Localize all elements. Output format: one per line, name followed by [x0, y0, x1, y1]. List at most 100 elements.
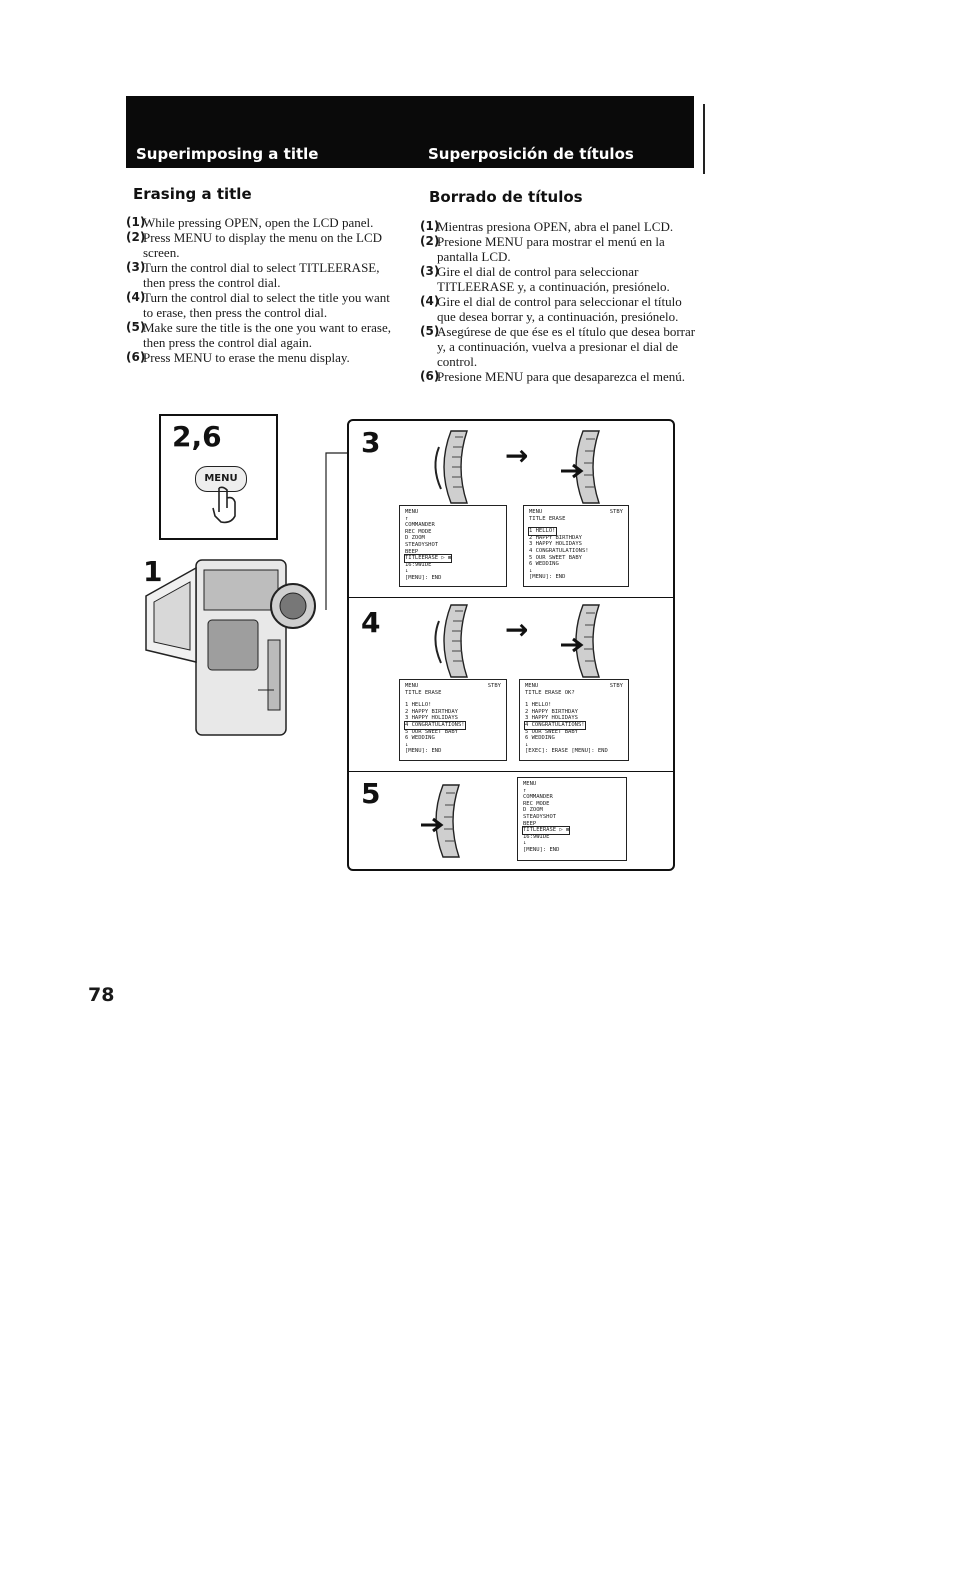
screen-line: 2 HAPPY BIRTHDAY	[529, 535, 623, 542]
menu-item-text: 5 OUR SWEET BABY	[529, 554, 582, 561]
screen-line: ↑	[405, 516, 501, 523]
menu-item-text: MENU	[405, 683, 419, 689]
step-item: (2)Press MENU to display the menu on the…	[126, 230, 400, 260]
step-number: (3)	[420, 264, 440, 278]
screen-line: 4 CONGRATULATIONS!	[529, 548, 623, 555]
menu-item-text: [MENU]: END	[523, 846, 560, 853]
menu-item-text: 5 OUR SWEET BABY	[525, 728, 578, 735]
panel-divider-2	[349, 771, 673, 772]
screen-line: COMMANDER	[523, 794, 621, 801]
step-text: Mientras presiona OPEN, abra el panel LC…	[437, 219, 674, 234]
selected-menu-item: 1 HELLO!	[528, 527, 557, 536]
menu-item-text: D ZOOM	[405, 535, 425, 542]
step-item: (6)Presione MENU para que desaparezca el…	[420, 369, 696, 384]
step-number: (5)	[420, 324, 440, 338]
menu-item-text: D ZOOM	[523, 807, 543, 814]
menu-item-text: TITLE ERASE OK?	[525, 689, 575, 696]
menu-item-text: 3 HAPPY HOLIDAYS	[405, 715, 458, 722]
menu-item-text: BEEP	[405, 548, 419, 555]
step-text: Press MENU to display the menu on the LC…	[143, 230, 383, 260]
screen-line: 2 HAPPY BIRTHDAY	[405, 709, 501, 716]
step-text: Presione MENU para que desaparezca el me…	[437, 369, 685, 384]
screen-line: MENU	[405, 683, 501, 690]
menu-item-text: MENU	[405, 509, 419, 515]
step-item: (4)Turn the control dial to select the t…	[126, 290, 400, 320]
selected-menu-item: TITLEERASE ▷ ⊞	[521, 826, 571, 835]
menu-item-text: ↑	[523, 787, 527, 794]
step-text: Turn the control dial to select the titl…	[143, 290, 390, 320]
step-text: Gire el dial de control para seleccionar…	[437, 264, 670, 294]
menu-item-text: 2 HAPPY BIRTHDAY	[525, 708, 578, 715]
step-text: Asegúrese de que ése es el título que de…	[437, 324, 696, 369]
screen-line: STEADYSHOT	[405, 542, 501, 549]
spanish-steps: (1)Mientras presiona OPEN, abra el panel…	[420, 219, 696, 384]
screen-line: MENU	[525, 683, 623, 690]
control-dial-turn-icon	[434, 430, 468, 504]
screen-line: TITLE ERASE	[529, 516, 623, 523]
step-3-arrow: →	[505, 439, 529, 472]
spanish-heading: Borrado de títulos	[429, 188, 583, 206]
screen-line: [MENU]: END	[405, 748, 501, 755]
step-text: Press MENU to erase the menu display.	[143, 350, 350, 365]
menu-item-text: TITLE ERASE	[529, 515, 566, 522]
menu-item-text: 1 HELLO!	[525, 702, 552, 709]
header-band: Superimposing a title Superposición de t…	[126, 96, 694, 168]
screen-line: TITLEERASE ▷ ⊞	[521, 826, 621, 835]
screen-line: ↓	[405, 742, 501, 749]
menu-item-text: ↓	[525, 741, 529, 748]
screen-line: ↓	[525, 742, 623, 749]
screen-line: TITLE ERASE	[405, 690, 501, 697]
menu-item-text: TITLE ERASE	[405, 689, 442, 696]
screen-line: ↓	[405, 568, 501, 575]
screen-line: MENU	[523, 781, 621, 788]
menu-item-text: 6 WEDDING	[405, 735, 435, 742]
control-dial-turn-icon	[434, 604, 468, 678]
margin-rule	[703, 104, 705, 174]
screen-line: 4 CONGRATULATIONS!	[524, 721, 623, 730]
step-number: (4)	[126, 290, 146, 304]
screen-line: 16:9WIDE	[523, 834, 621, 841]
menu-item-text: [MENU]: END	[405, 574, 442, 581]
screen-line: TITLE ERASE OK?	[525, 690, 623, 697]
menu-item-text: REC MODE	[523, 800, 550, 807]
step-number: (1)	[126, 215, 146, 229]
step-item: (1)While pressing OPEN, open the LCD pan…	[126, 215, 400, 230]
standby-indicator: STBY	[487, 683, 501, 689]
screen-line: COMMANDER	[405, 522, 501, 529]
screen-line: 6 WEDDING	[529, 561, 623, 568]
menu-item-text: [MENU]: END	[405, 748, 442, 755]
screen-line: 3 HAPPY HOLIDAYS	[529, 541, 623, 548]
screen-line: [MENU]: END	[529, 574, 623, 581]
screen-line: ↓	[529, 568, 623, 575]
menu-item-text: ↓	[529, 567, 533, 574]
menu-item-text: ↓	[405, 568, 409, 575]
screen-line: 3 HAPPY HOLIDAYS	[525, 715, 623, 722]
screen-line: BEEP	[405, 549, 501, 556]
menu-item-text: 3 HAPPY HOLIDAYS	[529, 541, 582, 548]
step-item: (4)Gire el dial de control para seleccio…	[420, 294, 696, 324]
camcorder-illustration	[145, 559, 316, 736]
screen-line: [MENU]: END	[523, 847, 621, 854]
step-number: (3)	[126, 260, 146, 274]
screen-line: MENU	[529, 509, 623, 516]
menu-item-text: [EXEC]: ERASE [MENU]: END	[525, 748, 608, 755]
menu-item-text: 4 CONGRATULATIONS!	[529, 547, 589, 554]
step-number: (2)	[420, 234, 440, 248]
screen-line: 3 HAPPY HOLIDAYS	[405, 715, 501, 722]
menu-item-text: 6 WEDDING	[529, 561, 559, 568]
step-item: (1)Mientras presiona OPEN, abra el panel…	[420, 219, 696, 234]
screen-line: 5 OUR SWEET BABY	[405, 729, 501, 736]
step-number: (6)	[126, 350, 146, 364]
menu-item-text: 3 HAPPY HOLIDAYS	[525, 715, 578, 722]
step-number: (5)	[126, 320, 146, 334]
screen-line: [EXEC]: ERASE [MENU]: END	[525, 748, 623, 755]
menu-item-text: STEADYSHOT	[405, 541, 439, 548]
screen-line: [MENU]: END	[405, 575, 501, 582]
screen-line: TITLEERASE ▷ ⊞	[403, 554, 501, 563]
page-number: 78	[88, 984, 115, 1006]
callout-menu-box: 2,6 MENU	[159, 414, 278, 540]
step-number: (1)	[420, 219, 440, 233]
selected-menu-item: 4 CONGRATULATIONS!	[404, 721, 466, 730]
